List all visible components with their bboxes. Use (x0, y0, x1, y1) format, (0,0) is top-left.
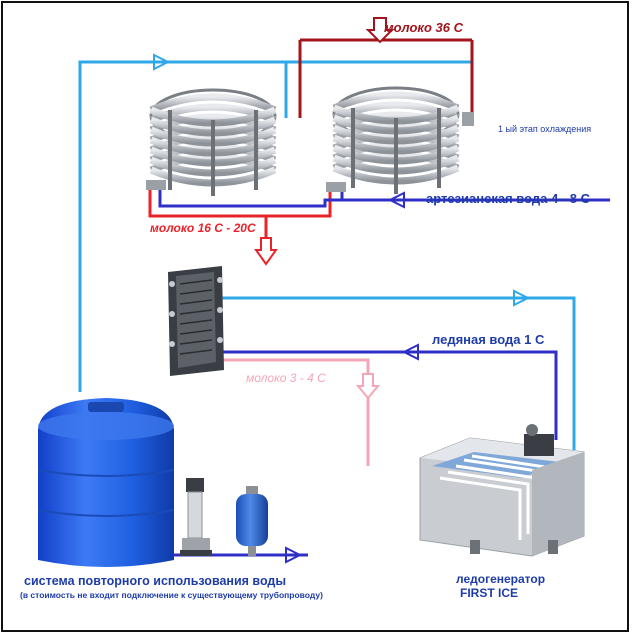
reuse-system-label: система повторного использования воды (24, 574, 287, 588)
ice-water-label: ледяная вода 1 С (432, 332, 545, 347)
milk-in-label: молоко 36 С (384, 20, 464, 35)
cold-milk-pipe (222, 358, 370, 466)
ice-generator-model-label: FIRST ICE (460, 586, 519, 600)
milk-mid-label: молоко 16 С - 20С (150, 221, 256, 235)
hot-milk-pipe (298, 38, 474, 118)
flow-arrow-icon (254, 237, 278, 266)
plate-exchanger-icon (168, 266, 224, 376)
flow-arrow-icon (365, 17, 395, 44)
coil-exchanger-left (146, 88, 277, 196)
milk-out-label: молоко 3 - 4 С (246, 371, 326, 385)
pump-icon (180, 478, 212, 556)
coil-exchanger-right (326, 86, 474, 194)
flow-arrow-icon (498, 289, 531, 307)
flow-arrow-icon (285, 546, 303, 564)
ice-generator-icon (419, 424, 585, 557)
flow-arrow-icon (355, 373, 381, 400)
artesian-water-label: артезианская вода 4 - 8 С (426, 191, 590, 206)
stage-one-label: 1 ый этап охлаждения (498, 124, 592, 134)
flow-arrow-icon (387, 191, 418, 209)
water-tank-icon (37, 398, 175, 567)
reuse-note-label: (в стоимость не входит подключение к сущ… (20, 590, 323, 600)
return-water-pipe (78, 60, 474, 392)
ice-water-pipe (222, 350, 558, 440)
ice-generator-label: ледогенератор (456, 572, 546, 586)
expansion-vessel-icon (236, 486, 268, 556)
flow-arrow-icon (138, 53, 171, 71)
flow-arrow-icon (401, 343, 432, 361)
